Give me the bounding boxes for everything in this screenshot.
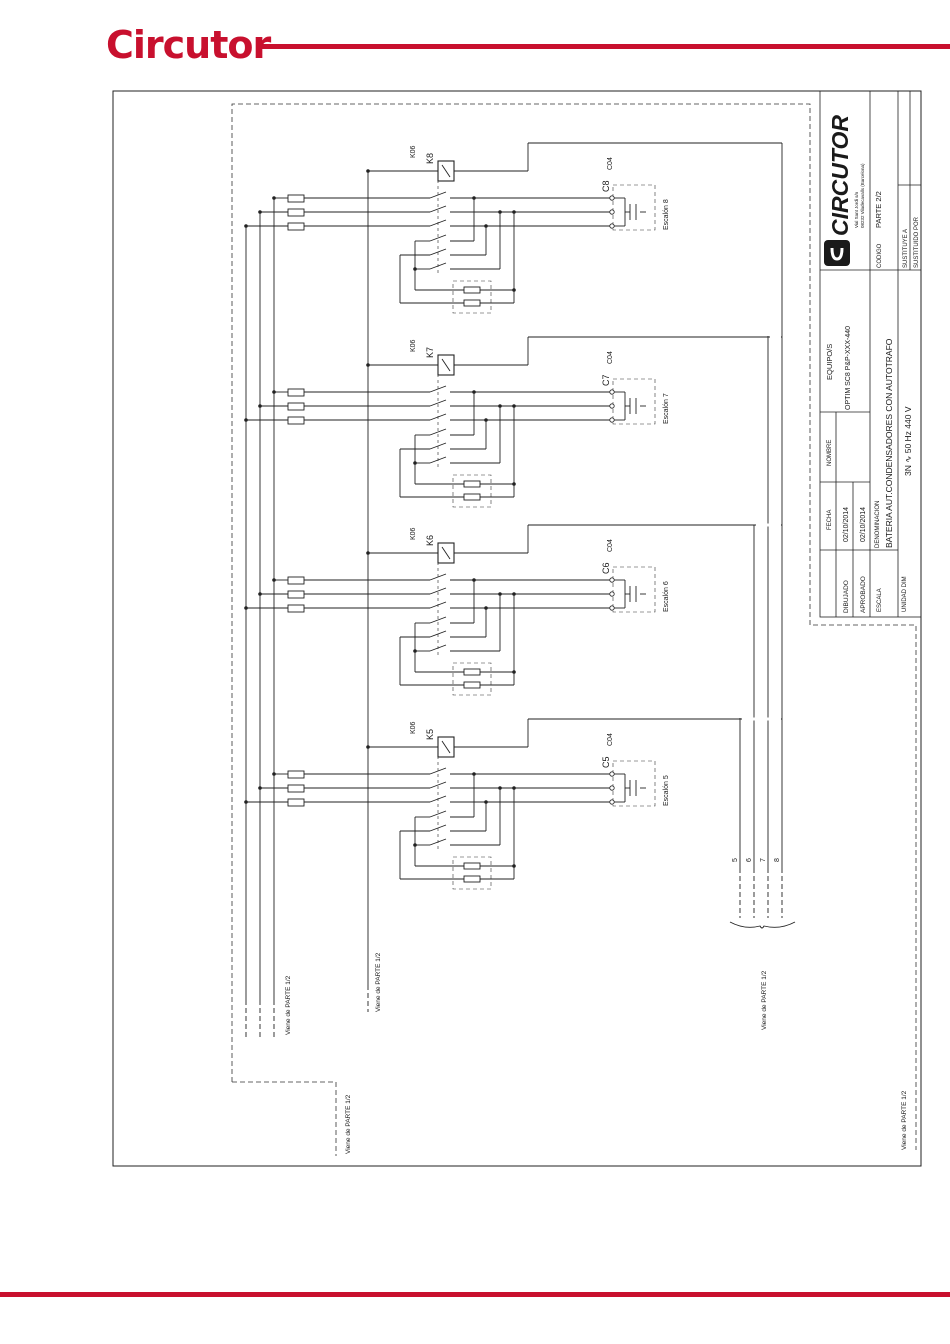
step7-cap: C7 — [601, 374, 611, 386]
title-block — [819, 90, 922, 618]
step5-cap: C5 — [601, 756, 611, 768]
equipos-label: EQUIPO/S — [825, 344, 834, 380]
step7-contactor: K7 — [425, 347, 435, 358]
header-rule — [258, 44, 950, 49]
step-5-circuit — [243, 718, 783, 890]
dibujado-fecha: 02/10/2014 — [843, 507, 850, 542]
title-block-logo: CIRCUTOR — [824, 115, 853, 266]
dibujado-label: DIBUJADO — [843, 580, 850, 613]
step-8-circuit — [243, 142, 783, 314]
step8-label: Escalón 8 — [663, 199, 670, 230]
step8-contactor: K8 — [425, 153, 435, 164]
aprobado-fecha: 02/10/2014 — [860, 507, 867, 542]
panel-enclosure — [231, 103, 917, 1156]
step5-cap-ref: C04 — [607, 733, 614, 746]
step6-ref: K06 — [410, 527, 417, 540]
step6-cap: C6 — [601, 562, 611, 574]
note-viene-bottom: Viene de PARTE 1/2 — [345, 1094, 352, 1154]
wire-label-5: 5 — [732, 858, 739, 862]
circutor-logo: Circutor — [106, 23, 271, 67]
wire-label-8: 8 — [774, 858, 781, 862]
address-line2: 08232 Viladecavalls (Barcelona) — [860, 163, 865, 228]
step8-ref: K06 — [410, 145, 417, 158]
step5-label: Escalón 5 — [663, 775, 670, 806]
note-viene-power: Viene de PARTE 1/2 — [285, 975, 292, 1035]
note-viene-right: Viene de PARTE 1/2 — [901, 1090, 908, 1150]
footer-rule — [0, 1292, 950, 1297]
step6-cap-ref: C04 — [607, 539, 614, 552]
power-bus-continuation — [245, 985, 369, 1040]
unidad-label: UNIDAD DIM — [902, 576, 908, 612]
title-block-brand: CIRCUTOR — [827, 115, 853, 236]
step5-contactor: K5 — [425, 729, 435, 740]
address-line1: Vial Sant Jordi s/n — [854, 191, 859, 228]
step8-cap-ref: C04 — [607, 157, 614, 170]
step-7-circuit — [243, 336, 783, 508]
sustituye-label: SUSTITUYE A — [903, 229, 909, 268]
wire-label-6: 6 — [746, 858, 753, 862]
wire-bundle-brace — [729, 921, 796, 929]
wire-label-7: 7 — [760, 858, 767, 862]
parte-value: PARTE 2/2 — [874, 191, 883, 228]
denominacion-value: BATERIA AUT.CONDENSADORES CON AUTOTRAFO — [884, 338, 894, 548]
spec-value: 3N ∿ 50 Hz 440 V — [903, 406, 913, 476]
fecha-label: FECHA — [827, 510, 833, 530]
control-wires — [739, 143, 783, 868]
step8-cap: C8 — [601, 180, 611, 192]
aprobado-label: APROBADO — [860, 576, 867, 613]
step7-ref: K06 — [410, 339, 417, 352]
equipo-value: OPTIM SC8 P&P-XXX-440 — [845, 326, 852, 410]
step6-label: Escalón 6 — [663, 581, 670, 612]
codigo-label: CODIGO — [877, 243, 883, 268]
denominacion-label: DENOMINACION — [875, 501, 881, 548]
power-bus — [245, 171, 369, 1000]
step5-ref: K06 — [410, 721, 417, 734]
step-6-circuit — [243, 524, 783, 696]
escala-label: ESCALA — [877, 588, 883, 612]
control-wires-dashed — [739, 868, 783, 918]
note-viene-wires: Viene de PARTE 1/2 — [761, 970, 768, 1030]
sustituido-label: SUSTITUIDO POR — [914, 216, 920, 268]
nombre-label: NOMBRE — [827, 440, 833, 466]
drawing-frame — [112, 90, 922, 1167]
note-viene-control: Viene de PARTE 1/2 — [375, 952, 382, 1012]
step7-cap-ref: C04 — [607, 351, 614, 364]
step7-label: Escalón 7 — [663, 393, 670, 424]
step6-contactor: K6 — [425, 535, 435, 546]
